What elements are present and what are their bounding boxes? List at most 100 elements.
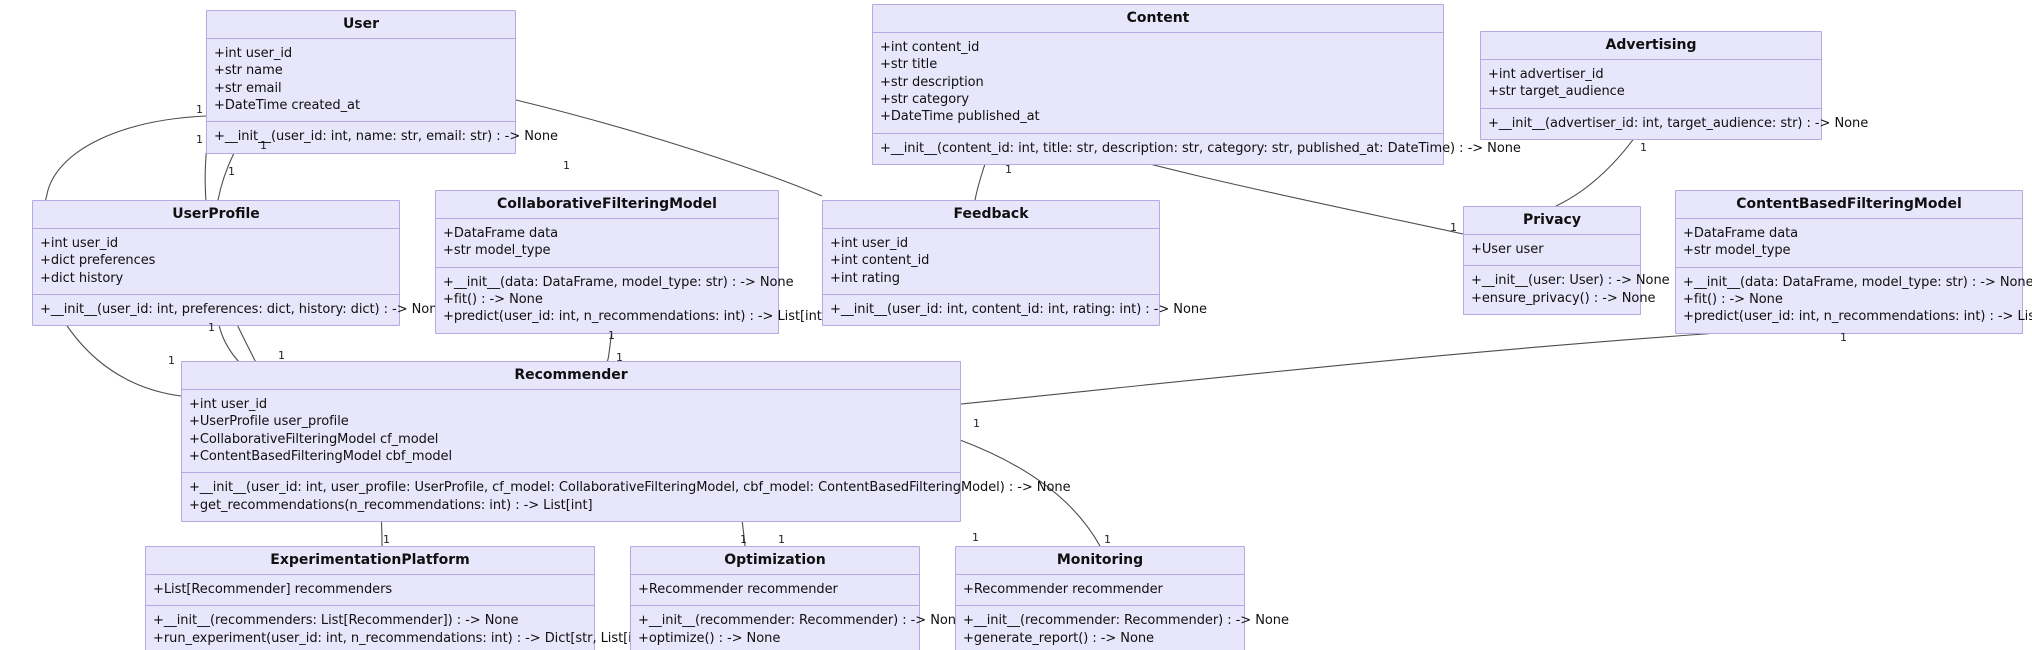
association-edge-recommender-cbfmodel <box>960 324 1843 405</box>
multiplicity-label: 1 <box>196 103 203 116</box>
uml-method: +ensure_privacy() : -> None <box>1471 290 1656 306</box>
uml-method: +optimize() : -> None <box>638 630 781 646</box>
uml-attribute: +int user_id <box>189 397 268 413</box>
uml-attribute: +int content_id <box>830 253 930 269</box>
uml-method: +__init__(data: DataFrame, model_type: s… <box>1683 274 2032 290</box>
multiplicity-label: 1 <box>1005 163 1012 176</box>
uml-attribute: +int rating <box>830 270 900 286</box>
uml-attribute: +User user <box>1471 242 1544 258</box>
multiplicity-label: 1 <box>778 533 785 546</box>
uml-attribute: +int user_id <box>214 46 293 62</box>
uml-attributes-section: +int user_id+dict preferences+dict histo… <box>33 229 399 295</box>
uml-attribute: +str target_audience <box>1488 84 1625 100</box>
uml-method: +__init__(recommender: Recommender) : ->… <box>638 613 964 629</box>
multiplicity-label: 1 <box>1640 141 1647 154</box>
uml-class-content[interactable]: Content+int content_id+str title+str des… <box>872 4 1521 165</box>
uml-attributes-section: +List[Recommender] recommenders <box>146 575 594 607</box>
multiplicity-label: 1 <box>973 417 980 430</box>
uml-attribute: +str name <box>214 63 283 79</box>
uml-method: +fit() : -> None <box>443 291 543 307</box>
multiplicity-label: 1 <box>168 354 175 367</box>
uml-attribute: +str model_type <box>443 243 551 259</box>
multiplicity-label: 1 <box>228 165 235 178</box>
association-edge-user-feedback <box>515 99 823 197</box>
uml-method: +__init__(content_id: int, title: str, d… <box>880 140 1521 156</box>
uml-class-title: Recommender <box>182 362 960 391</box>
uml-attribute: +str title <box>880 57 938 73</box>
uml-attribute: +str description <box>880 74 984 90</box>
uml-attributes-section: +Recommender recommender <box>956 575 1244 607</box>
uml-method: +__init__(user: User) : -> None <box>1471 273 1670 289</box>
uml-attribute: +Recommender recommender <box>963 582 1163 598</box>
uml-attributes-section: +DataFrame data+str model_type <box>436 219 778 268</box>
uml-class-advertising[interactable]: Advertising +int advertiser_id+str target… <box>1480 31 1869 140</box>
uml-class-title: ExperimentationPlatform <box>146 547 594 576</box>
uml-methods-section: +__init__(recommender: Recommender) : ->… <box>956 606 1289 650</box>
uml-class-feedback[interactable]: Feedback+int user_id+int content_id+int … <box>822 200 1207 327</box>
multiplicity-label: 1 <box>1450 221 1457 234</box>
multiplicity-label: 1 <box>616 351 623 364</box>
uml-attribute: +str category <box>880 91 970 107</box>
uml-method: +generate_report() : -> None <box>963 630 1155 646</box>
multiplicity-label: 1 <box>196 133 203 146</box>
uml-attribute: +DateTime created_at <box>214 97 360 113</box>
uml-attribute: +str email <box>214 80 282 96</box>
multiplicity-label: 1 <box>563 159 570 172</box>
uml-attribute: +UserProfile user_profile <box>189 414 349 430</box>
uml-attribute: +int user_id <box>40 236 119 252</box>
uml-attributes-section: +int user_id+int content_id+int rating <box>823 229 1159 295</box>
uml-attribute: +str model_type <box>1683 243 1791 259</box>
uml-attribute: +DateTime published_at <box>880 109 1040 125</box>
multiplicity-label: 1 <box>208 321 215 334</box>
uml-methods-section: +__init__(user: User) : -> None+ensure_p… <box>1464 266 1670 314</box>
uml-method: +__init__(recommender: Recommender) : ->… <box>963 613 1289 629</box>
uml-class-title: UserProfile <box>33 201 399 230</box>
uml-class-recommender[interactable]: Recommender+int user_id+UserProfile user… <box>181 361 1071 522</box>
uml-attributes-section: +Recommender recommender <box>631 575 919 607</box>
uml-class-userprofile[interactable]: UserProfile+int user_id+dict preferences… <box>32 200 446 327</box>
uml-method: +fit() : -> None <box>1683 291 1783 307</box>
uml-class-title: Content <box>873 5 1443 34</box>
uml-class-optimization[interactable]: Optimization +Recommender recommender +__i… <box>630 546 964 650</box>
multiplicity-label: 1 <box>1840 331 1847 344</box>
uml-attribute: +int user_id <box>830 236 909 252</box>
uml-class-privacy[interactable]: Privacy +User user +__init__(user: User) :… <box>1463 206 1670 315</box>
uml-attributes-section: +User user <box>1464 235 1640 267</box>
uml-class-cbfmodel[interactable]: ContentBasedFilteringModel +DataFrame dat… <box>1675 190 2032 334</box>
multiplicity-label: 1 <box>972 531 979 544</box>
uml-class-title: Privacy <box>1464 207 1640 236</box>
uml-class-cfmodel[interactable]: CollaborativeFilteringModel+DataFrame da… <box>435 190 827 334</box>
uml-attribute: +CollaborativeFilteringModel cf_model <box>189 431 439 447</box>
uml-attributes-section: +int user_id+UserProfile user_profile+Co… <box>182 390 960 474</box>
uml-methods-section: +__init__(recommenders: List[Recommender… <box>146 606 656 650</box>
uml-attribute: +List[Recommender] recommenders <box>153 582 393 598</box>
uml-attribute: +Recommender recommender <box>638 582 838 598</box>
multiplicity-label: 1 <box>260 139 267 152</box>
uml-method: +__init__(user_id: int, preferences: dic… <box>40 301 446 317</box>
uml-method: +get_recommendations(n_recommendations: … <box>189 497 593 513</box>
uml-attributes-section: +int content_id+str title+str descriptio… <box>873 33 1443 134</box>
uml-methods-section: +__init__(user_id: int, content_id: int,… <box>823 295 1207 325</box>
uml-method: +__init__(user_id: int, content_id: int,… <box>830 301 1207 317</box>
uml-methods-section: +__init__(advertiser_id: int, target_aud… <box>1481 109 1869 139</box>
uml-class-title: CollaborativeFilteringModel <box>436 191 778 220</box>
uml-method: +__init__(user_id: int, user_profile: Us… <box>189 480 1071 496</box>
uml-methods-section: +__init__(user_id: int, name: str, email… <box>207 122 558 152</box>
uml-class-title: Monitoring <box>956 547 1244 576</box>
uml-class-experimentation[interactable]: ExperimentationPlatform +List[Recommender… <box>145 546 656 650</box>
uml-attribute: +DataFrame data <box>1683 226 1799 242</box>
uml-method: +run_experiment(user_id: int, n_recommen… <box>153 630 656 646</box>
uml-method: +__init__(advertiser_id: int, target_aud… <box>1488 115 1869 131</box>
uml-method: +predict(user_id: int, n_recommendations… <box>443 309 827 325</box>
uml-class-title: User <box>207 11 515 40</box>
uml-class-user[interactable]: User +int user_id+str name+str email+Date… <box>206 10 558 154</box>
uml-methods-section: +__init__(content_id: int, title: str, d… <box>873 134 1521 164</box>
uml-class-title: Advertising <box>1481 32 1821 61</box>
uml-method: +__init__(recommenders: List[Recommender… <box>153 613 519 629</box>
uml-class-title: Optimization <box>631 547 919 576</box>
multiplicity-label: 1 <box>383 533 390 546</box>
uml-method: +predict(user_id: int, n_recommendations… <box>1683 309 2032 325</box>
uml-class-monitoring[interactable]: Monitoring +Recommender recommender +__ini… <box>955 546 1289 650</box>
uml-class-title: ContentBasedFilteringModel <box>1676 191 2022 220</box>
uml-attribute: +int advertiser_id <box>1488 67 1604 83</box>
